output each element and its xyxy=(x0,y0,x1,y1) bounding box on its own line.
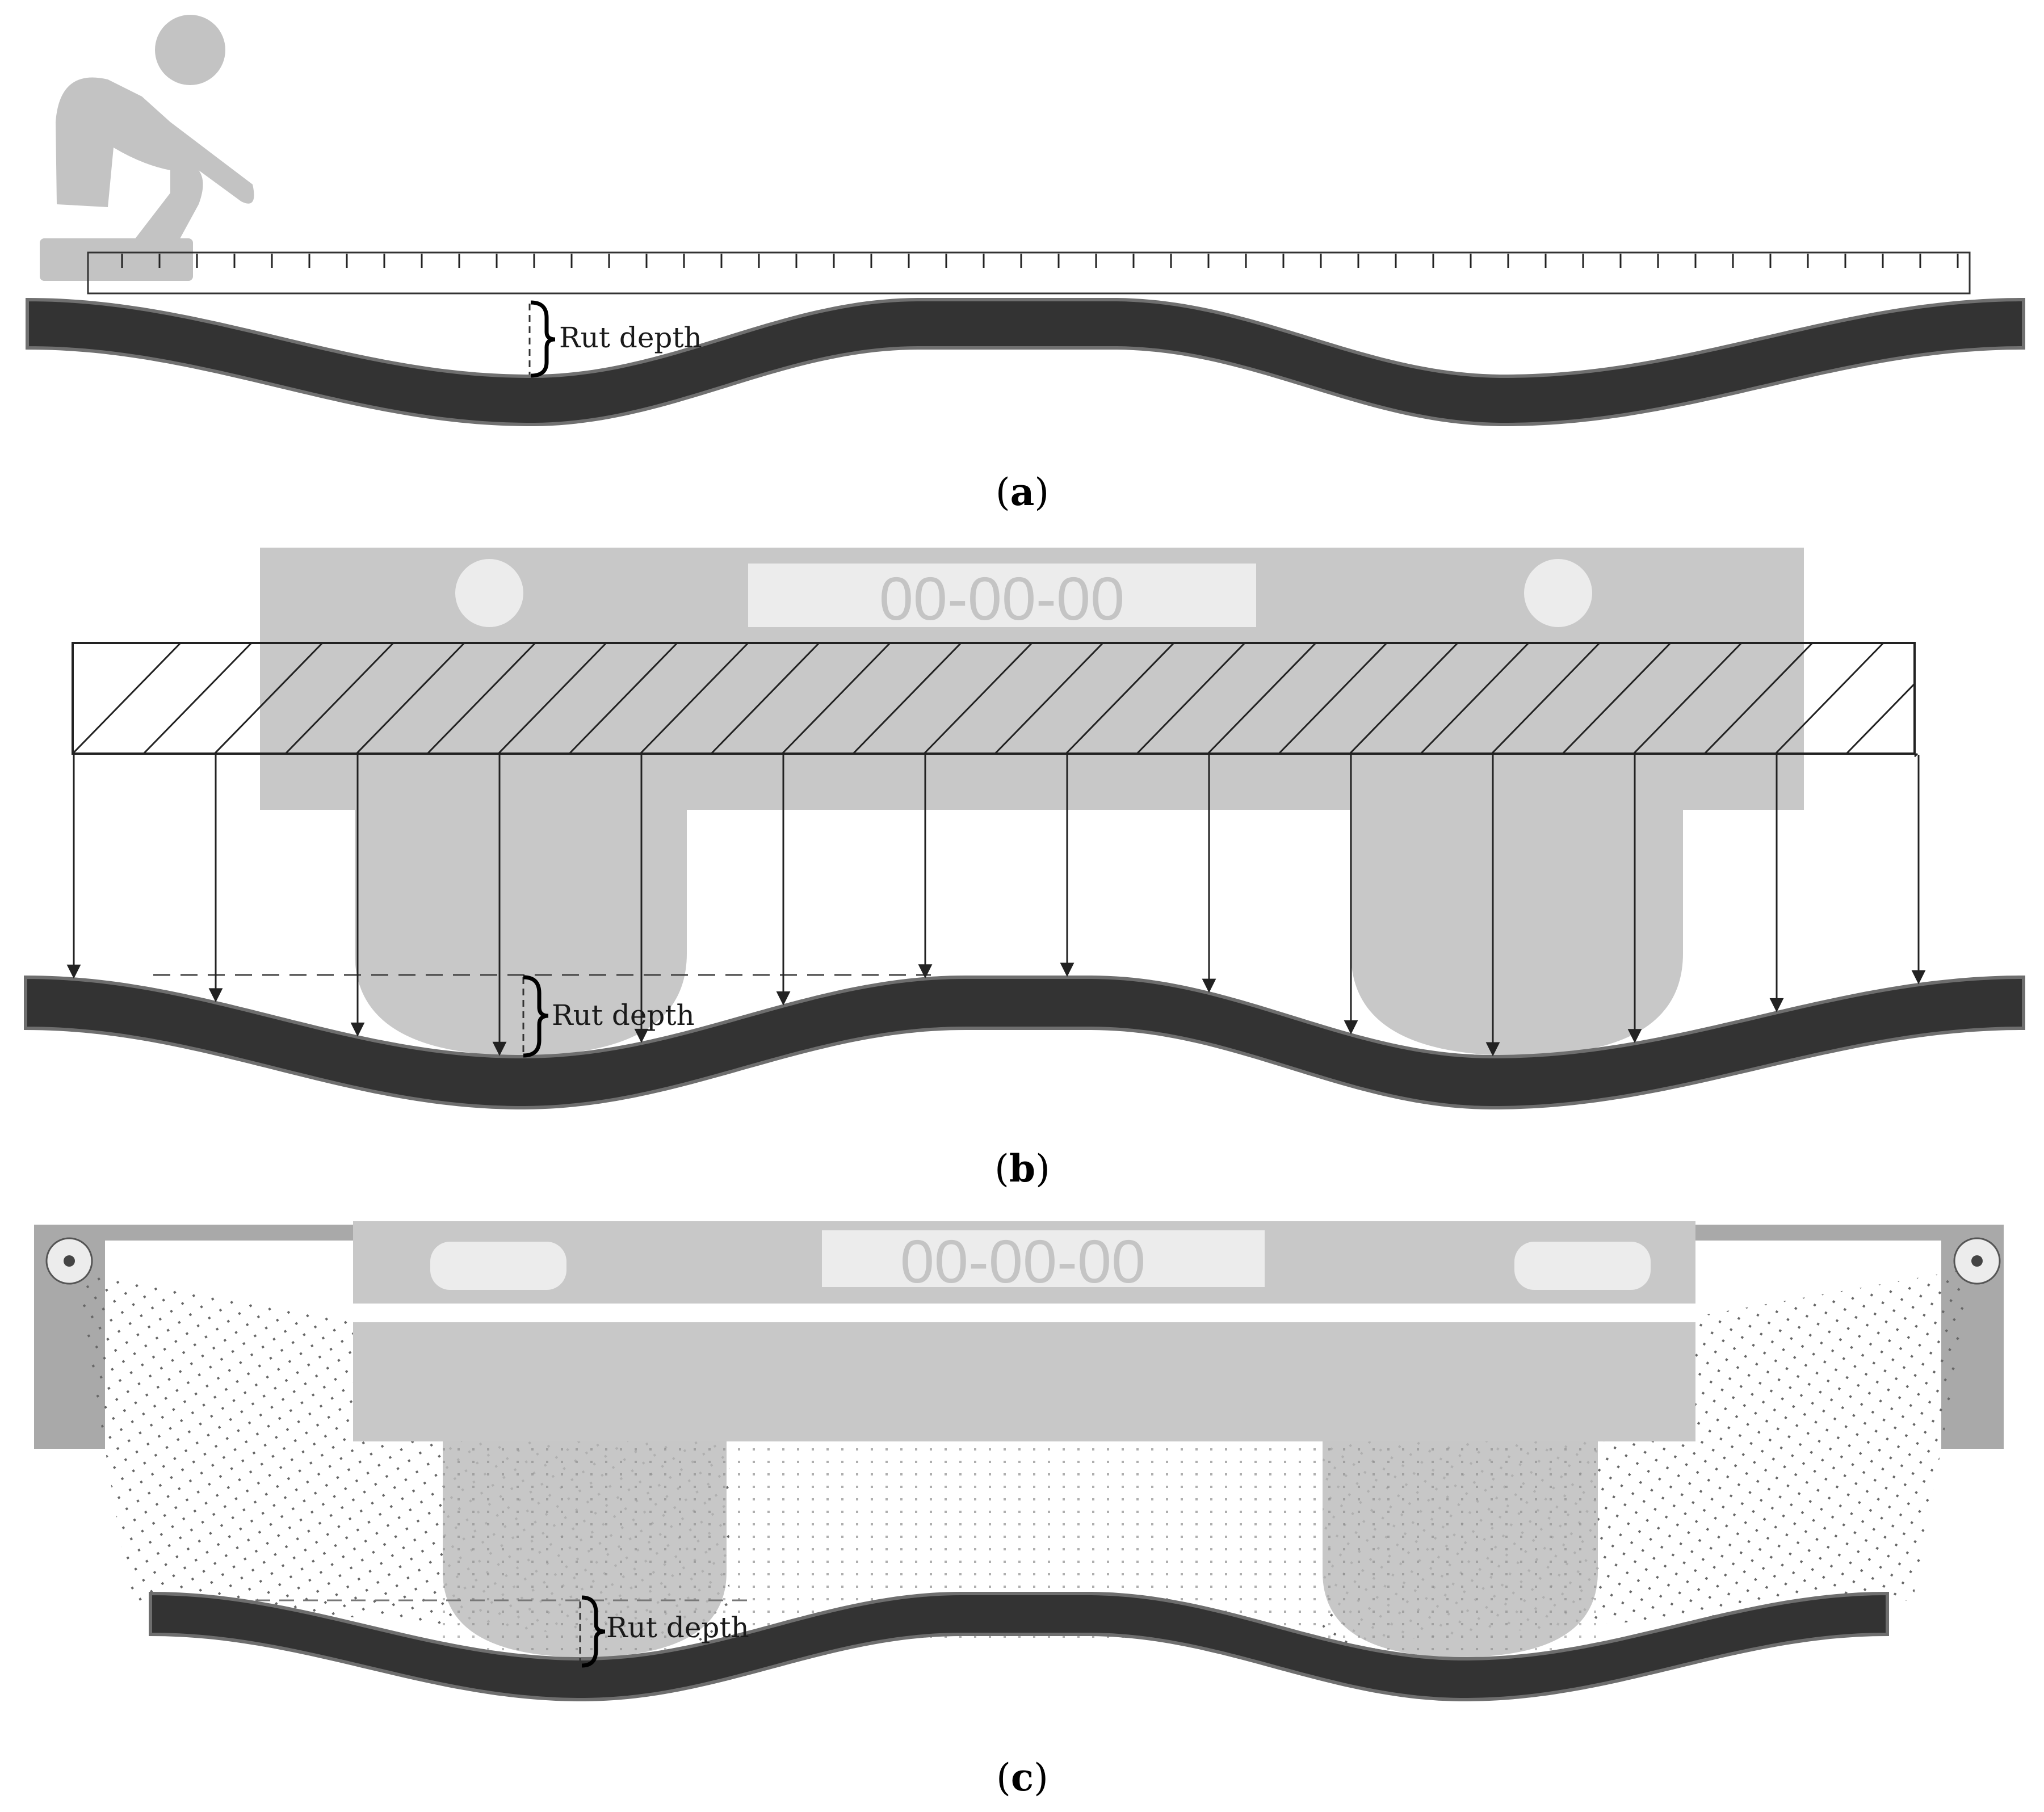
caption-c: (c) xyxy=(996,1755,1048,1800)
laser-sensor-icon xyxy=(45,1237,93,1285)
panel-a: Rut depth (a) xyxy=(26,15,2025,514)
panel-b: 00-00-00 Rut depth (b) xyxy=(24,548,2025,1191)
rut-depth-label-b: Rut depth xyxy=(552,999,695,1032)
straight-edge xyxy=(87,251,1971,295)
caption-a: (a) xyxy=(996,470,1049,514)
vehicle-light-left-b xyxy=(455,559,523,627)
panel-c: 00-00-00 Rut depth (c) xyxy=(34,1221,2004,1800)
rut-brace-a xyxy=(530,300,556,378)
rut-depth-label-c: Rut depth xyxy=(606,1611,749,1644)
road-profile-b xyxy=(24,975,2025,1109)
laser-sensor-icon xyxy=(1953,1237,2001,1285)
vehicle-body-c xyxy=(353,1322,1695,1441)
laser-sensor-arrows xyxy=(66,755,1926,1057)
sensor-beam-hatching xyxy=(72,642,1919,758)
road-profile-c xyxy=(149,1591,1889,1701)
display-text-c: 00-00-00 xyxy=(900,1227,1145,1296)
rut-depth-label-a: Rut depth xyxy=(559,321,702,354)
display-panel-b xyxy=(748,564,1256,627)
person-icon xyxy=(40,15,254,281)
vehicle-light-right-b xyxy=(1524,559,1592,627)
scan-fan-center xyxy=(729,1441,1323,1646)
straight-edge-ticks xyxy=(121,254,1959,268)
vehicle-light-left-c xyxy=(430,1242,566,1290)
sensor-beam xyxy=(72,642,1916,755)
vehicle-light-right-c xyxy=(1514,1242,1651,1290)
display-panel-c xyxy=(822,1230,1265,1287)
caption-b: (b) xyxy=(994,1146,1050,1191)
display-text-b: 00-00-00 xyxy=(879,564,1124,633)
rut-brace-c xyxy=(581,1595,606,1668)
road-profile-a xyxy=(26,297,2025,426)
rut-brace-b xyxy=(523,975,549,1058)
